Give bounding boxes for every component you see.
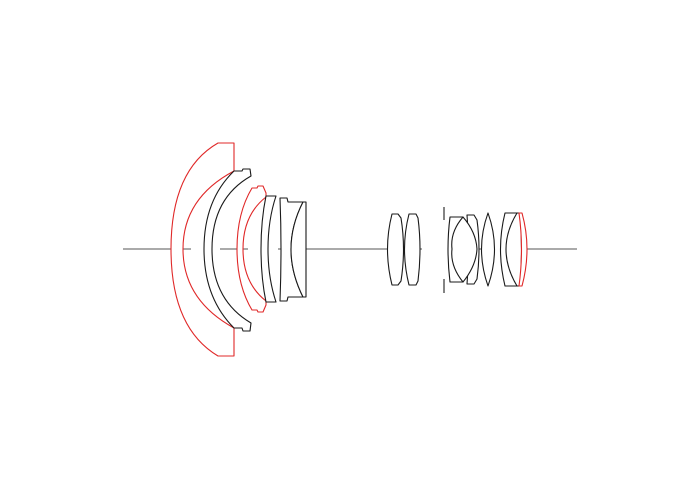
- lens-element-2: [203, 168, 252, 332]
- lens-element-11: [451, 216, 478, 283]
- lens-element-1: [170, 142, 235, 357]
- lens-element-6: [290, 201, 307, 298]
- lens-element-7: [387, 213, 405, 286]
- lens-element-4: [260, 195, 277, 303]
- lens-element-15: [518, 212, 528, 287]
- lens-element-8: [404, 213, 421, 286]
- lens-element-3: [236, 185, 267, 313]
- lens-element-12: [481, 212, 495, 287]
